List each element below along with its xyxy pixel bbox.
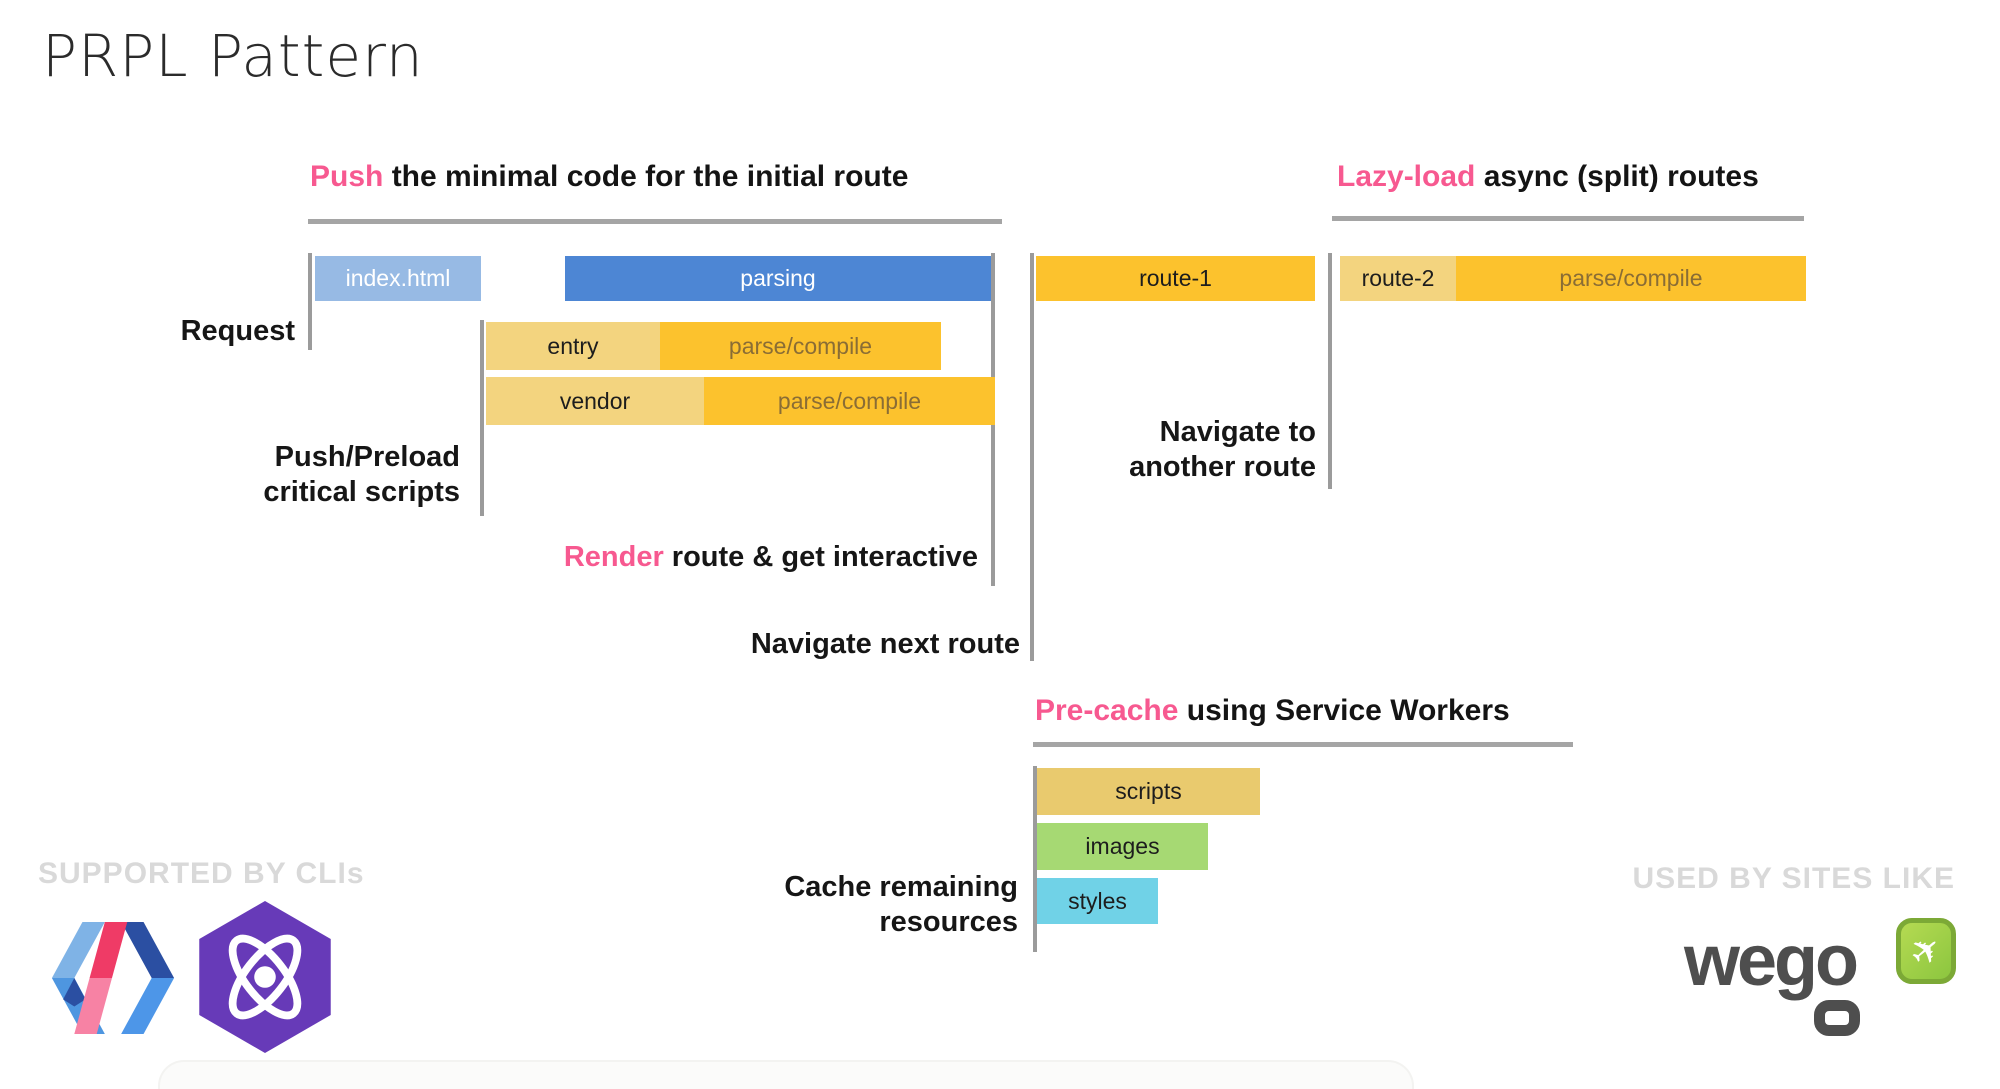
bar-index-html-label: index.html (345, 265, 451, 291)
bar-route-2-label: route-2 (1361, 265, 1435, 291)
page-title: PRPL Pattern (42, 22, 424, 90)
bar-parsing-label: parsing (740, 265, 816, 291)
bar-images-label: images (1085, 833, 1160, 859)
label-render: Render route & get interactive (478, 540, 978, 575)
label-cache-remaining-line1: Cache remaining (784, 871, 1018, 903)
bar-scripts: scripts (1037, 768, 1260, 815)
bar-entry-load-segment: entry (486, 322, 660, 370)
precache-timeline-line (1033, 766, 1037, 952)
label-navigate-next: Navigate next route (750, 628, 1020, 660)
push-underline (308, 219, 1002, 224)
heading-precache-accent: Pre-cache (1035, 694, 1179, 727)
label-cache-remaining: Cache remaining resources (718, 870, 1018, 940)
bar-vendor-label: vendor (559, 387, 631, 414)
wego-plane-icon: ✈ (1896, 918, 1956, 984)
heading-lazyload: Lazy-load async (split) routes (1337, 160, 1759, 194)
wego-logo-wordmark: wego (1684, 921, 1859, 1001)
label-push-preload-line1: Push/Preload (274, 441, 460, 473)
bar-vendor: vendor parse/compile (486, 377, 995, 425)
bottom-card-edge (158, 1060, 1414, 1089)
bar-entry-parse-label: parse/compile (728, 332, 873, 359)
bar-route-2-load-segment: route-2 (1340, 256, 1456, 301)
label-push-preload-line2: critical scripts (263, 476, 460, 508)
label-navigate-another: Navigate to another route (1016, 415, 1316, 485)
bar-styles-label: styles (1068, 887, 1127, 914)
bar-entry-label: entry (547, 332, 599, 359)
bar-entry: entry parse/compile (486, 322, 941, 370)
label-navigate-another-line1: Navigate to (1159, 416, 1316, 448)
heading-lazyload-rest: async (split) routes (1475, 160, 1759, 193)
bar-images: images (1037, 823, 1208, 870)
supported-by-clis-caption: SUPPORTED BY CLIs (38, 857, 365, 890)
bar-entry-parse-segment: parse/compile (660, 322, 941, 370)
wego-logo-descender-o (1814, 1000, 1860, 1036)
label-cache-remaining-line2: resources (879, 906, 1018, 938)
heading-lazyload-accent: Lazy-load (1337, 160, 1476, 193)
bar-scripts-label: scripts (1115, 778, 1182, 804)
heading-precache: Pre-cache using Service Workers (1035, 694, 1510, 728)
bar-vendor-parse-label: parse/compile (777, 387, 922, 414)
label-render-accent: Render (563, 541, 664, 573)
bar-styles: styles (1037, 878, 1158, 924)
label-navigate-another-line2: another route (1129, 451, 1316, 483)
label-push-preload: Push/Preload critical scripts (160, 440, 460, 510)
polymer-logo-icon (48, 922, 178, 1034)
bar-parsing: parsing (565, 256, 991, 301)
bar-index-html: index.html (315, 256, 481, 301)
preload-timeline-line (480, 320, 484, 516)
heading-precache-rest: using Service Workers (1178, 694, 1510, 727)
navigate-next-timeline-line (1030, 253, 1034, 661)
used-by-sites-caption: USED BY SITES LIKE (1632, 862, 1955, 895)
heading-push-accent: Push (310, 160, 384, 193)
bar-route-2-parse-label: parse/compile (1559, 265, 1703, 291)
request-timeline-line (308, 253, 312, 350)
label-render-rest: route & get interactive (663, 541, 978, 573)
precache-underline (1033, 742, 1573, 747)
lazyload-underline (1332, 216, 1804, 221)
navigate-another-timeline-line (1328, 253, 1332, 489)
heading-push-rest: the minimal code for the initial route (383, 160, 909, 193)
preact-logo-icon (198, 901, 332, 1053)
bar-vendor-parse-segment: parse/compile (704, 377, 995, 425)
bar-route-1: route-1 (1036, 256, 1315, 301)
bar-route-1-label: route-1 (1139, 265, 1212, 291)
bar-vendor-load-segment: vendor (486, 377, 704, 425)
bar-route-2: route-2 parse/compile (1340, 256, 1806, 301)
heading-push: Push the minimal code for the initial ro… (310, 160, 908, 194)
label-request: Request (180, 315, 295, 347)
bar-route-2-parse-segment: parse/compile (1456, 256, 1806, 301)
